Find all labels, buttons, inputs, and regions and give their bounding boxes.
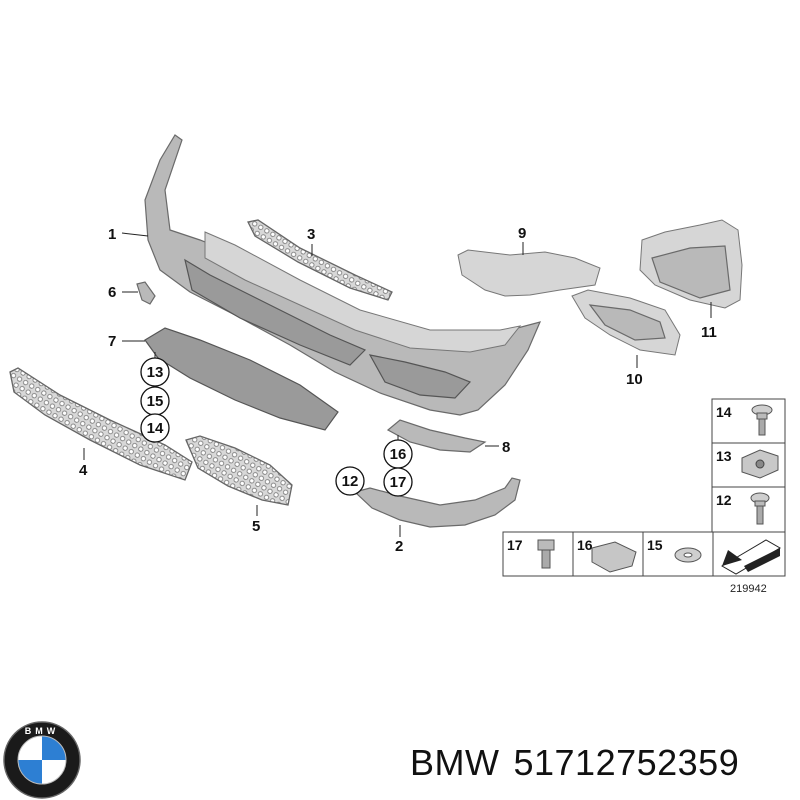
callout-6: 6 xyxy=(108,284,116,301)
screw-icon-12 xyxy=(750,492,770,525)
center-grille-part xyxy=(247,219,393,301)
callout-3: 3 xyxy=(307,226,315,243)
callout-9: 9 xyxy=(518,225,526,242)
ring-16: 16 xyxy=(383,439,413,469)
air-duct-part xyxy=(457,249,601,297)
leader-lines xyxy=(83,232,712,537)
svg-text:15: 15 xyxy=(147,393,164,410)
side-grille-part xyxy=(185,435,293,506)
cell-label-12: 12 xyxy=(716,492,732,508)
lower-trim-panel-part xyxy=(144,327,339,431)
svg-text:17: 17 xyxy=(390,474,407,491)
bmw-logo: BMW xyxy=(3,721,81,799)
cell-12 xyxy=(711,486,786,533)
left-long-grille-part xyxy=(9,367,193,481)
svg-text:16: 16 xyxy=(390,446,407,463)
cell-label-14: 14 xyxy=(716,404,732,420)
cell-label-17: 17 xyxy=(507,537,523,553)
screw-icon-14 xyxy=(751,404,773,436)
ring-14: 14 xyxy=(140,413,170,443)
cell-14 xyxy=(711,398,786,444)
cell-label-13: 13 xyxy=(716,448,732,464)
svg-text:12: 12 xyxy=(342,473,359,490)
svg-text:13: 13 xyxy=(147,364,164,381)
logo-blue-quadrant-bottom xyxy=(18,760,42,784)
callout-8: 8 xyxy=(502,439,510,456)
fog-light-opening xyxy=(588,304,666,341)
callout-11: 11 xyxy=(701,324,717,341)
callout-2: 2 xyxy=(395,538,403,555)
logo-blue-quadrant-top xyxy=(42,736,66,760)
side-trim-part xyxy=(386,419,487,453)
diagram-code: 219942 xyxy=(730,583,767,595)
cell-label-16: 16 xyxy=(577,537,593,553)
ring-17: 17 xyxy=(383,467,413,497)
callout-7: 7 xyxy=(108,333,116,350)
bolt-icon-17 xyxy=(537,539,555,569)
logo-lettering: BMW xyxy=(25,726,60,736)
callout-10: 10 xyxy=(626,371,643,388)
air-intake-opening xyxy=(651,245,731,299)
clip-nut-icon-13 xyxy=(741,449,779,479)
part-number: 51712752359 xyxy=(513,742,740,783)
ring-12: 12 xyxy=(335,466,365,496)
callout-5: 5 xyxy=(252,518,260,535)
nut-clip-icon-16 xyxy=(591,541,637,573)
front-spoiler-part xyxy=(353,477,521,528)
part-caption: BMW 51712752359 xyxy=(410,742,753,784)
arrow-symbol-icon xyxy=(721,539,781,575)
washer-icon-15 xyxy=(674,547,702,563)
svg-text:14: 14 xyxy=(147,420,164,437)
fastener-table: 14 13 12 17 16 15 xyxy=(502,398,786,595)
bumper-cover-part xyxy=(144,134,542,416)
ring-13: 13 xyxy=(140,357,170,387)
cell-17 xyxy=(502,531,574,577)
cell-label-15: 15 xyxy=(647,537,663,553)
callout-4: 4 xyxy=(79,462,88,479)
ring-15: 15 xyxy=(140,386,170,416)
brand-name: BMW xyxy=(410,742,500,783)
clip-part xyxy=(136,281,156,305)
callout-1: 1 xyxy=(108,226,116,243)
